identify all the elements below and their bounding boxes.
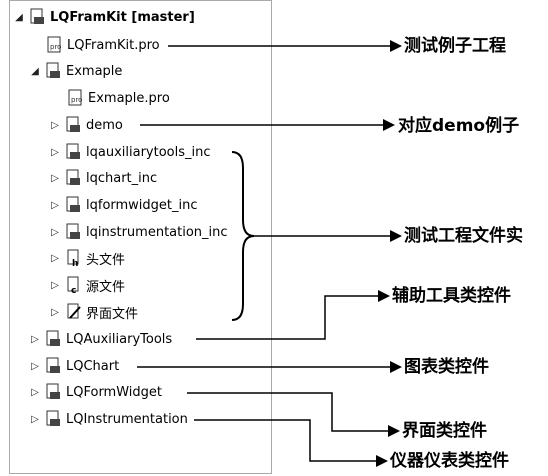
tree-item-label: 头文件 — [86, 252, 126, 268]
tree-item-label: lqauxiliarytools_inc — [86, 144, 211, 160]
tree-item-lqchart[interactable]: ▷ LQChart — [30, 355, 119, 377]
expanded-arrow-icon[interactable]: ◢ — [15, 11, 23, 23]
collapsed-arrow-icon[interactable]: ▷ — [51, 279, 59, 291]
qt-project-icon — [66, 223, 80, 239]
qt-project-icon — [46, 330, 60, 346]
qt-project-icon — [30, 8, 44, 24]
collapsed-arrow-icon[interactable]: ▷ — [51, 146, 59, 158]
collapsed-arrow-icon[interactable]: ▷ — [31, 413, 39, 425]
collapsed-arrow-icon[interactable]: ▷ — [51, 119, 59, 131]
annotation-demo-examples: 对应demo例子 — [398, 116, 520, 136]
tree-item-label: Exmaple.pro — [88, 90, 170, 106]
tree-item-source-files[interactable]: ▷ c 源文件 — [50, 274, 125, 296]
arrow-line-formwidget — [187, 392, 400, 437]
qt-project-icon — [66, 116, 80, 132]
tree-item-form-files[interactable]: ▷ 界面文件 — [50, 301, 138, 323]
svg-text:c: c — [71, 286, 76, 294]
tree-item-label: lqinstrumentation_inc — [86, 224, 228, 240]
tree-item-label: lqchart_inc — [86, 170, 158, 186]
qt-project-icon — [46, 62, 60, 78]
tree-item-lqauxiliarytools-inc[interactable]: ▷ lqauxiliarytools_inc — [50, 141, 211, 163]
svg-text:pro: pro — [50, 43, 61, 51]
collapsed-arrow-icon[interactable]: ▷ — [51, 306, 59, 318]
collapsed-arrow-icon[interactable]: ▷ — [31, 360, 39, 372]
annotation-test-files: 测试工程文件实 — [404, 226, 523, 246]
tree-item-label: LQChart — [66, 358, 120, 374]
collapsed-arrow-icon[interactable]: ▷ — [51, 252, 59, 264]
qt-project-icon — [66, 169, 80, 185]
tree-item-label: LQAuxiliaryTools — [66, 331, 173, 347]
svg-text:pro: pro — [71, 96, 82, 104]
curly-brace — [231, 151, 255, 321]
tree-item-exmaple-pro[interactable]: pro Exmaple.pro — [68, 87, 170, 109]
tree-item-demo[interactable]: ▷ demo — [50, 114, 123, 136]
header-files-icon: h — [67, 249, 79, 267]
annotation-instrument-controls: 仪器仪表类控件 — [390, 451, 509, 471]
arrow-line-auxiliary — [196, 290, 390, 340]
tree-item-lqinstrumentation[interactable]: ▷ LQInstrumentation — [30, 408, 188, 430]
tree-item-label: LQInstrumentation — [66, 411, 188, 427]
qt-project-icon — [46, 383, 60, 399]
root-project-label: LQFramKit [master] — [50, 9, 195, 25]
tree-item-label: lqformwidget_inc — [86, 197, 198, 213]
qt-project-icon — [66, 143, 80, 159]
tree-item-label: Exmaple — [66, 63, 123, 79]
tree-root-project[interactable]: ◢ LQFramKit [master] — [14, 6, 195, 28]
arrow-line-instrumentation — [194, 419, 388, 467]
tree-item-lqformwidget[interactable]: ▷ LQFormWidget — [30, 381, 162, 403]
qt-project-icon — [66, 196, 80, 212]
pro-file-icon: pro — [68, 89, 82, 106]
qt-project-icon — [46, 410, 60, 426]
collapsed-arrow-icon[interactable]: ▷ — [31, 386, 39, 398]
annotation-chart-controls: 图表类控件 — [404, 357, 489, 377]
tree-item-label: LQFormWidget — [66, 384, 163, 400]
source-files-icon: c — [67, 276, 79, 294]
tree-item-lqframkit-pro[interactable]: pro LQFramKit.pro — [47, 34, 160, 56]
form-files-icon — [67, 303, 81, 319]
tree-item-lqformwidget-inc[interactable]: ▷ lqformwidget_inc — [50, 194, 198, 216]
tree-item-label: 界面文件 — [86, 306, 139, 322]
tree-item-label: 源文件 — [86, 279, 126, 295]
tree-item-lqchart-inc[interactable]: ▷ lqchart_inc — [50, 167, 157, 189]
annotation-test-project: 测试例子工程 — [404, 36, 506, 56]
collapsed-arrow-icon[interactable]: ▷ — [31, 333, 39, 345]
tree-item-label: LQFramKit.pro — [67, 37, 160, 53]
tree-item-label: demo — [86, 117, 123, 133]
collapsed-arrow-icon[interactable]: ▷ — [51, 226, 59, 238]
annotation-form-controls: 界面类控件 — [402, 421, 487, 441]
svg-text:h: h — [72, 259, 78, 267]
collapsed-arrow-icon[interactable]: ▷ — [51, 172, 59, 184]
expanded-arrow-icon[interactable]: ◢ — [31, 65, 39, 77]
pro-file-icon: pro — [47, 36, 61, 53]
tree-item-lqauxiliarytools[interactable]: ▷ LQAuxiliaryTools — [30, 328, 172, 350]
collapsed-arrow-icon[interactable]: ▷ — [51, 199, 59, 211]
tree-item-exmaple[interactable]: ◢ Exmaple — [30, 60, 122, 82]
annotation-auxiliary-controls: 辅助工具类控件 — [392, 286, 511, 306]
tree-item-lqinstrumentation-inc[interactable]: ▷ lqinstrumentation_inc — [50, 221, 228, 243]
qt-project-icon — [46, 357, 60, 373]
tree-item-header-files[interactable]: ▷ h 头文件 — [50, 247, 125, 269]
